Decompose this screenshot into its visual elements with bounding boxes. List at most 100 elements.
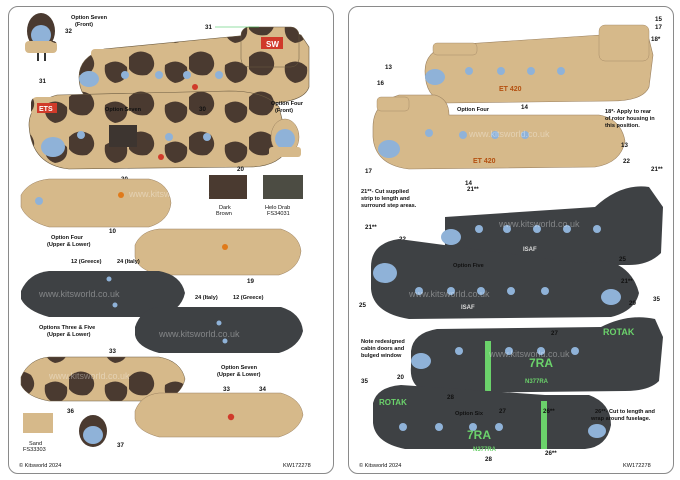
label-option-six: Option Six bbox=[455, 411, 484, 417]
callout-20-r: 20 bbox=[397, 374, 404, 381]
chinook-option-four-lower bbox=[134, 228, 302, 276]
callout-17-b: 17 bbox=[365, 168, 372, 175]
callout-14-a: 14 bbox=[521, 104, 528, 111]
decal-sheet-left: Option Seven(Front) 32 SW 31 31 ETS Opti… bbox=[8, 6, 334, 474]
chinook-option-five: ISAF bbox=[441, 186, 663, 265]
svg-text:www.kitsworld.co.uk: www.kitsworld.co.uk bbox=[38, 289, 120, 299]
callout-15: 15 bbox=[655, 16, 662, 23]
label-italy-2: 24 (Italy) bbox=[195, 295, 218, 301]
label-option-seven: Option Seven bbox=[105, 107, 142, 113]
label-option-three-five: Options Three & Five(Upper & Lower) bbox=[39, 325, 95, 338]
callout-34: 34 bbox=[259, 386, 266, 393]
front-view-option-seven-bottom bbox=[79, 415, 107, 447]
watermark-left: www.kitsworld.co.uk www.kitsworld.co.uk … bbox=[38, 189, 240, 381]
front-view-option-four bbox=[269, 118, 301, 157]
callout-30-a: 30 bbox=[199, 106, 206, 113]
callout-21-a: 21** bbox=[651, 166, 663, 173]
marking-et420-top: ET 420 bbox=[499, 86, 522, 93]
chinook-option-four-upper bbox=[20, 178, 172, 228]
callout-17-top: 17 bbox=[655, 24, 662, 31]
callout-37: 37 bbox=[117, 442, 124, 449]
callout-35-b: 35 bbox=[361, 378, 368, 385]
label-greece-2: 12 (Greece) bbox=[233, 295, 264, 301]
callout-14-b: 14 bbox=[465, 180, 472, 187]
chinook-option-seven-upper bbox=[20, 356, 186, 402]
label-option-four: Option Four bbox=[457, 107, 490, 113]
watermark-right: www.kitsworld.co.uk www.kitsworld.co.uk … bbox=[408, 129, 580, 359]
copyright-right: © Kitsworld 2024 bbox=[359, 462, 401, 469]
callout-22-a: 22 bbox=[623, 158, 630, 165]
callout-33-b: 33 bbox=[223, 386, 230, 393]
marking-isaf-bottom: ISAF bbox=[461, 305, 475, 311]
marking-rotak-lower: ROTAK bbox=[379, 398, 407, 407]
front-view-option-seven bbox=[25, 13, 57, 61]
svg-text:www.kitsworld.co.uk: www.kitsworld.co.uk bbox=[128, 189, 210, 199]
decal-sheet-right: ET 420 15 17 18* 13 14 ET 420 Option Fou… bbox=[348, 6, 674, 474]
callout-21-c: 21** bbox=[365, 224, 377, 231]
callout-16: 16 bbox=[377, 80, 384, 87]
callout-26-b: 26** bbox=[543, 408, 555, 415]
callout-13-a: 13 bbox=[385, 64, 392, 71]
chinook-option-four: ET 420 bbox=[372, 94, 626, 170]
callout-32: 32 bbox=[65, 28, 72, 35]
callout-27-b: 27 bbox=[499, 408, 506, 415]
copyright-left: © Kitsworld 2024 bbox=[19, 462, 61, 469]
callout-35-a: 35 bbox=[653, 296, 660, 303]
left-sheet-art: Option Seven(Front) 32 SW 31 31 ETS Opti… bbox=[19, 13, 311, 469]
label-option-four-upper-lower: Option Four(Upper & Lower) bbox=[47, 235, 91, 248]
callout-31-left: 31 bbox=[39, 78, 46, 85]
marking-sw: SW bbox=[266, 40, 279, 49]
right-sheet-art: ET 420 15 17 18* 13 14 ET 420 Option Fou… bbox=[359, 16, 663, 469]
chinook-7ra-lower: ROTAK 7RA N377RA bbox=[373, 385, 611, 453]
chinook-option-three-five-upper bbox=[21, 271, 185, 317]
marking-7ra-upper: 7RA bbox=[529, 356, 553, 370]
chinook-option-three-five-lower bbox=[135, 307, 303, 353]
label-greece-1: 12 (Greece) bbox=[71, 259, 102, 265]
label-option-four-front: Option Four(Front) bbox=[271, 101, 304, 114]
callout-10: 10 bbox=[109, 228, 116, 235]
chinook-option-five-lower: ISAF bbox=[371, 239, 639, 319]
chinook-camo-top: SW bbox=[78, 26, 310, 106]
svg-text:www.kitsworld.co.uk: www.kitsworld.co.uk bbox=[498, 219, 580, 229]
svg-text:www.kitsworld.co.uk: www.kitsworld.co.uk bbox=[488, 349, 570, 359]
callout-29: 29 bbox=[629, 300, 636, 307]
chinook-camo-middle: ETS bbox=[28, 90, 290, 170]
label-italy-1: 24 (Italy) bbox=[117, 259, 140, 265]
code-right: KW172278 bbox=[623, 463, 651, 469]
svg-text:www.kitsworld.co.uk: www.kitsworld.co.uk bbox=[408, 289, 490, 299]
callout-21-b: 21** bbox=[467, 186, 479, 193]
chinook-sand-top: ET 420 bbox=[424, 24, 654, 104]
marking-serial-upper: N377RA bbox=[525, 379, 549, 385]
callout-28-a: 28 bbox=[447, 394, 454, 401]
marking-7ra-lower: 7RA bbox=[467, 428, 491, 442]
callout-21-d: 21** bbox=[621, 278, 633, 285]
callout-19: 19 bbox=[247, 278, 254, 285]
callout-25-a: 25 bbox=[619, 256, 626, 263]
marking-ets: ETS bbox=[39, 106, 53, 113]
code-left: KW172278 bbox=[283, 463, 311, 469]
callout-20: 20 bbox=[237, 166, 244, 173]
label-option-seven-front-1: Option Seven(Front) bbox=[71, 15, 108, 28]
svg-text:www.kitsworld.co.uk: www.kitsworld.co.uk bbox=[468, 129, 550, 139]
callout-26-c: 26** bbox=[545, 450, 557, 457]
label-option-five: Option Five bbox=[453, 263, 484, 269]
svg-text:www.kitsworld.co.uk: www.kitsworld.co.uk bbox=[158, 329, 240, 339]
chinook-option-seven-lower bbox=[134, 392, 304, 438]
callout-28-b: 28 bbox=[485, 456, 492, 463]
callout-31-top: 31 bbox=[205, 24, 212, 31]
callout-25-b: 25 bbox=[359, 302, 366, 309]
label-option-seven-upper-lower: Option Seven(Upper & Lower) bbox=[217, 365, 261, 378]
callout-33-a: 33 bbox=[109, 348, 116, 355]
callout-18: 18* bbox=[651, 36, 661, 43]
callout-27-a: 27 bbox=[551, 330, 558, 337]
marking-serial-lower: N377RA bbox=[473, 447, 497, 453]
